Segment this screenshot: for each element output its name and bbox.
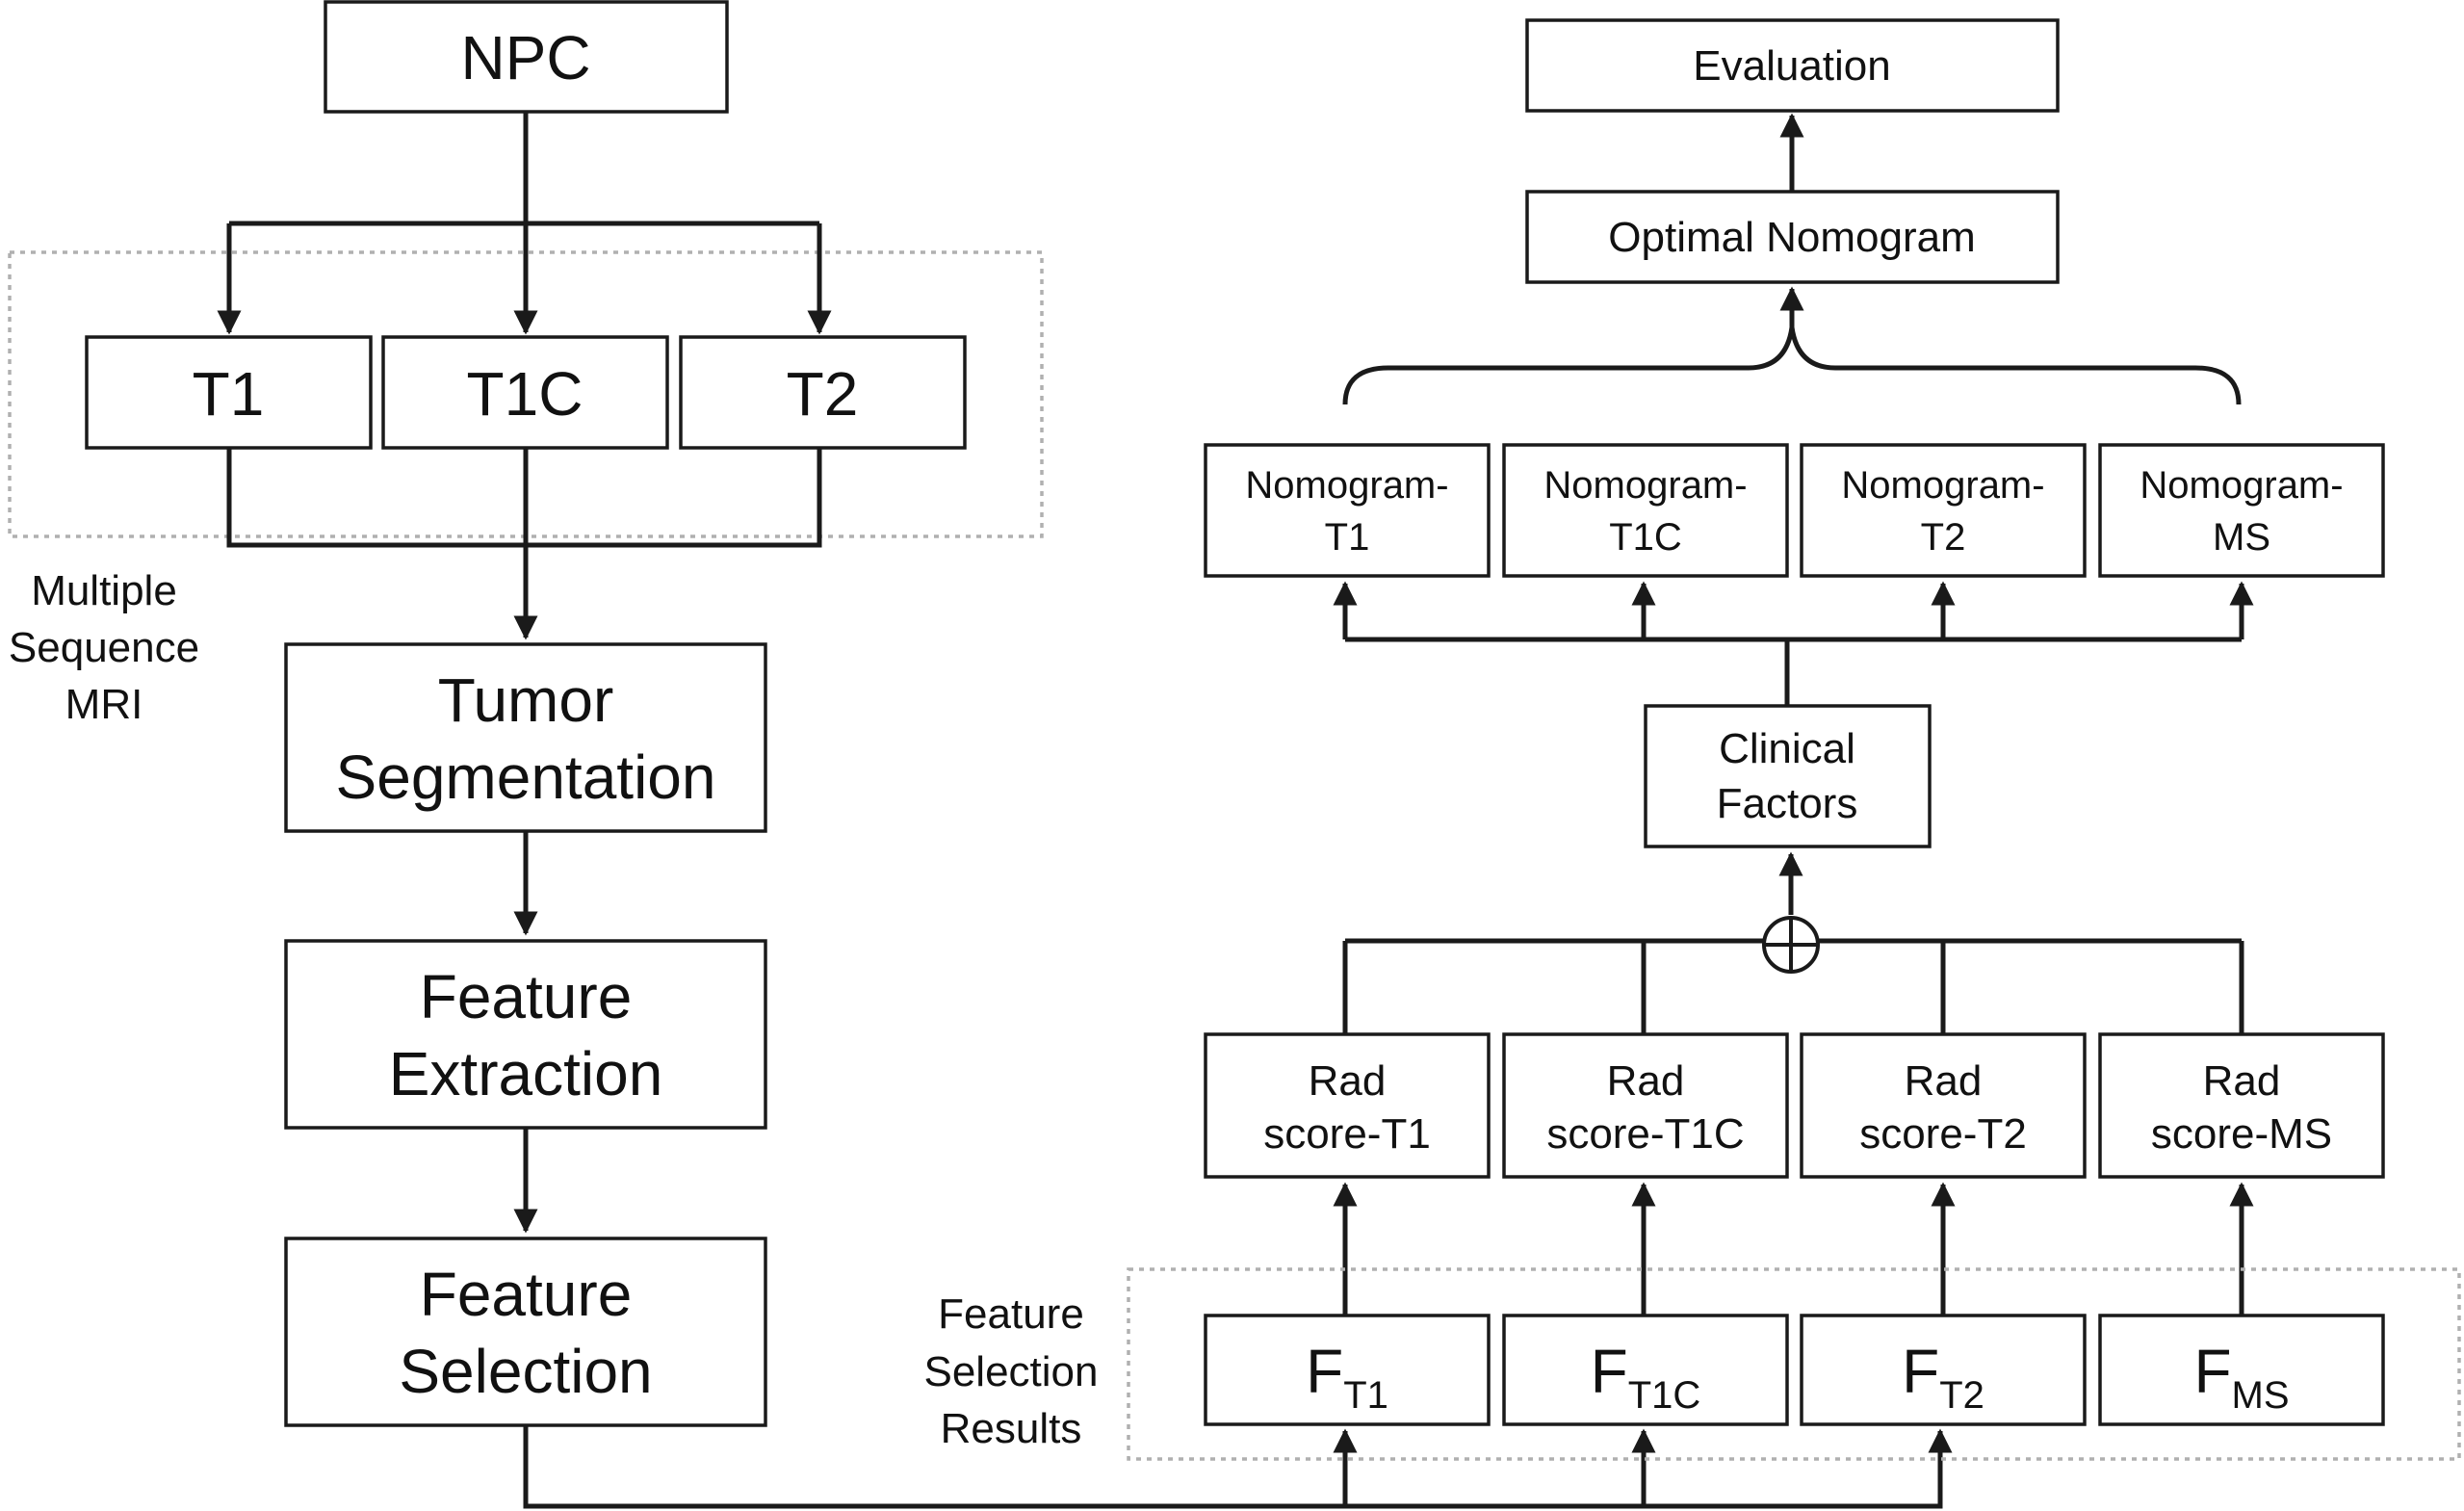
- nomogram-t1: Nomogram- T1: [1204, 443, 1491, 578]
- seq-t1-label: T1: [193, 359, 265, 429]
- nomogram-ms: Nomogram- MS: [2098, 443, 2385, 578]
- selection-line2: Selection: [399, 1337, 652, 1406]
- combine-plus-icon: [1762, 916, 1820, 974]
- radscore-t1: Rad score-T1: [1204, 1032, 1491, 1179]
- nomogram-t1-line1: Nomogram-: [1245, 464, 1448, 507]
- feature-t2: FT2: [1800, 1314, 2087, 1426]
- seq-t2-box: [679, 335, 967, 450]
- feature-ms-main: F: [2193, 1337, 2231, 1406]
- svg-text:FT2: FT2: [1902, 1337, 1984, 1417]
- radscore-ms-line2: score-MS: [2151, 1110, 2332, 1158]
- curly-brace: [1342, 326, 2242, 405]
- feature-results-group: [1127, 1267, 2461, 1461]
- clinical-line2: Factors: [1717, 780, 1858, 827]
- radscore-t2: Rad score-T2: [1800, 1032, 2087, 1179]
- feature-ms: FMS: [2098, 1314, 2385, 1426]
- feature-t1c-sub: T1C: [1628, 1374, 1701, 1417]
- feature-t1: FT1: [1204, 1314, 1491, 1426]
- feature-t1c-main: F: [1591, 1337, 1628, 1406]
- extraction-box: [284, 939, 767, 1130]
- svg-text:FMS: FMS: [2193, 1337, 2289, 1417]
- nomogram-t2-line2: T2: [1921, 516, 1966, 559]
- radscore-up-lines: [1342, 941, 2244, 1034]
- radscore-ms: Rad score-MS: [2098, 1032, 2385, 1179]
- extraction-line2: Extraction: [389, 1039, 663, 1108]
- feature-t1c: FT1C: [1502, 1314, 1789, 1426]
- npc-label: NPC: [460, 23, 590, 92]
- seq-t2-label: T2: [787, 359, 859, 429]
- nomogram-ms-line1: Nomogram-: [2140, 464, 2343, 507]
- evaluation-label: Evaluation: [1693, 42, 1890, 90]
- clinical-line1: Clinical: [1719, 725, 1855, 772]
- feature-t2-sub: T2: [1939, 1374, 1984, 1417]
- feature-t1-main: F: [1306, 1337, 1343, 1406]
- radscore-t1c-line1: Rad: [1607, 1057, 1685, 1105]
- extraction-line1: Feature: [420, 962, 633, 1031]
- feature-t1-sub: T1: [1343, 1374, 1388, 1417]
- feature-t2-main: F: [1902, 1337, 1939, 1406]
- svg-text:FT1: FT1: [1306, 1337, 1388, 1417]
- seq-t1-box: [85, 335, 373, 450]
- radscore-t1c: Rad score-T1C: [1502, 1032, 1789, 1179]
- nomogram-t2: Nomogram- T2: [1800, 443, 2087, 578]
- radscore-t1c-line2: score-T1C: [1546, 1110, 1744, 1158]
- results-label-line1: Feature: [938, 1290, 1084, 1338]
- seq-t1c-label: T1C: [467, 359, 584, 429]
- nomogram-t1c: Nomogram- T1C: [1502, 443, 1789, 578]
- optimal-nomogram-label: Optimal Nomogram: [1608, 214, 1975, 261]
- clinical-factors-box: [1644, 704, 1932, 848]
- evaluation-box: [1525, 18, 2060, 113]
- group-label-line3: MRI: [65, 681, 143, 728]
- group-label-line2: Sequence: [9, 624, 199, 671]
- nomogram-t1c-line1: Nomogram-: [1543, 464, 1747, 507]
- segmentation-line2: Segmentation: [336, 742, 716, 812]
- radscore-t2-line2: score-T2: [1859, 1110, 2027, 1158]
- results-label-line3: Results: [941, 1405, 1082, 1452]
- npc-box: [324, 0, 729, 114]
- selection-line1: Feature: [420, 1260, 633, 1329]
- nomogram-ms-line2: MS: [2213, 516, 2270, 559]
- segmentation-line1: Tumor: [438, 665, 614, 735]
- optimal-nomogram-box: [1525, 190, 2060, 284]
- svg-text:FT1C: FT1C: [1591, 1337, 1701, 1417]
- nomogram-t1c-line2: T1C: [1609, 516, 1682, 559]
- radscore-t1-line2: score-T1: [1263, 1110, 1431, 1158]
- results-label-line2: Selection: [923, 1348, 1098, 1395]
- group-label-line1: Multiple: [31, 567, 177, 614]
- feature-ms-sub: MS: [2232, 1374, 2290, 1417]
- combine-symbol-text: ⊕: [0, 0, 1, 1]
- seq-t1c-box: [381, 335, 669, 450]
- radscore-ms-line1: Rad: [2203, 1057, 2281, 1105]
- selection-to-features-line: [523, 1425, 1943, 1509]
- nomogram-t2-line1: Nomogram-: [1841, 464, 2044, 507]
- radscore-t1-line1: Rad: [1309, 1057, 1387, 1105]
- nomogram-t1-line2: T1: [1325, 516, 1370, 559]
- radscore-t2-line1: Rad: [1905, 1057, 1983, 1105]
